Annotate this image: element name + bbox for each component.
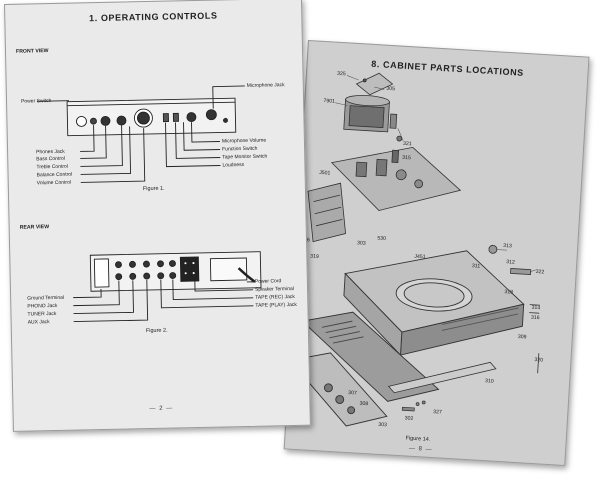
callout-speaker-terminal: Speaker Terminal (254, 285, 294, 293)
part-label: 319 (309, 253, 319, 261)
page-number: — 2 — (149, 405, 174, 413)
part-label: 320 (534, 356, 544, 364)
exploded-view-diagram (289, 72, 540, 427)
part-label: 327 (432, 409, 442, 416)
part-label: 303 (378, 421, 388, 429)
callout-phono-jack: PHONO Jack (27, 302, 58, 310)
front-panel-illustration (37, 85, 245, 183)
cabinet-parts-page: 8. CABINET PARTS LOCATIONS (283, 40, 590, 467)
callout-tuner-jack: TUNER Jack (27, 310, 57, 318)
part-label: 314 (531, 304, 541, 312)
part-label: 303 (356, 240, 366, 247)
part-label: 313 (502, 242, 512, 250)
part-label: 307 (347, 390, 357, 397)
part-label: 311 (471, 263, 481, 270)
callout-aux-jack: AUX Jack (27, 319, 50, 326)
operating-controls-page: 1. OPERATING CONTROLS FRONT VIEW (4, 0, 311, 432)
callout-tape-play-jack: TAPE (PLAY) Jack (255, 301, 297, 309)
callout-ground-terminal: Ground Terminal (27, 294, 65, 302)
part-label: 310 (484, 378, 494, 385)
part-label: 309 (517, 333, 527, 341)
part-label: 325 (336, 70, 346, 78)
part-label: 312 (505, 259, 515, 266)
part-label: 316 (530, 314, 540, 322)
part-label: 7901 (323, 98, 336, 105)
figure-caption: Figure 2. (145, 327, 168, 335)
part-label: 530 (377, 235, 387, 242)
part-label: J501 (318, 169, 331, 177)
part-label: 315 (402, 154, 411, 162)
part-label: 308 (359, 400, 369, 408)
part-label: 318 (504, 289, 514, 296)
rear-panel-illustration (73, 251, 262, 323)
callout-power-cord: Power Cord (254, 278, 282, 285)
part-label: 322 (535, 268, 545, 276)
part-label: 302 (404, 415, 414, 422)
part-label: 321 (402, 140, 412, 148)
part-label: 305 (386, 85, 396, 93)
part-label: J451 (414, 253, 426, 261)
callout-tape-rec-jack: TAPE (REC) Jack (255, 293, 295, 301)
